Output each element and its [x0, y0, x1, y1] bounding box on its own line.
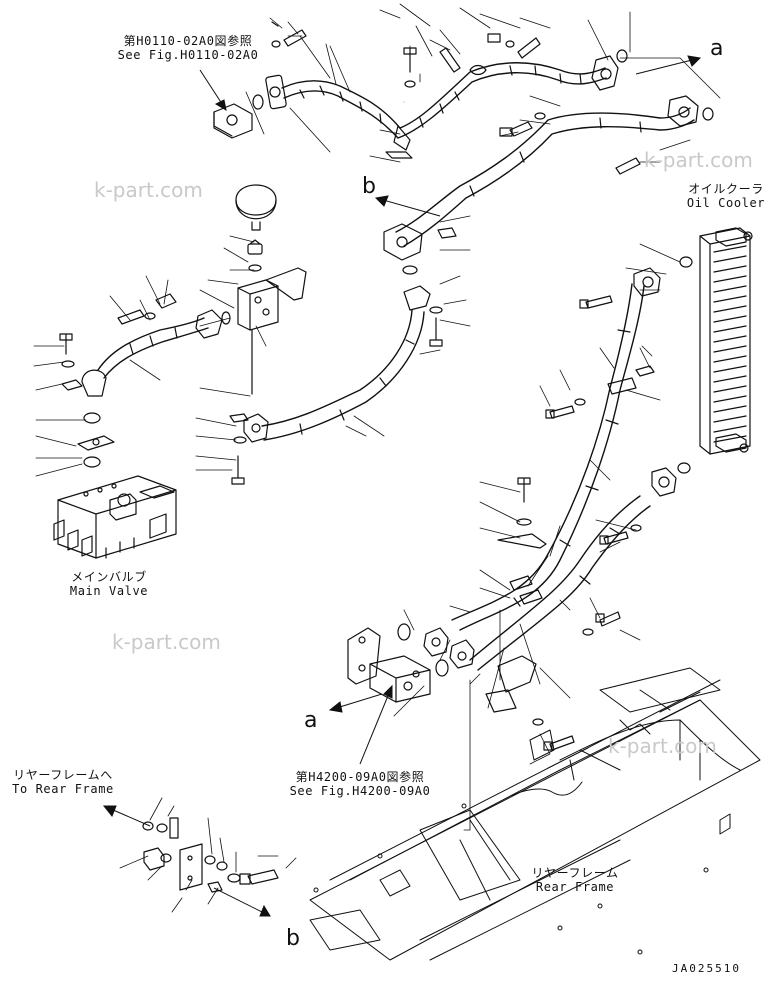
- upper-return-hose: [281, 62, 607, 139]
- oil-cooler: [699, 227, 753, 455]
- ref-bottom-jp: 第H4200-09A0図参照: [295, 770, 425, 784]
- flange-top-right: [591, 55, 619, 91]
- bolts-top: [271, 21, 541, 88]
- watermark-2: k-part.com: [644, 148, 753, 172]
- ref-bottom-label: 第H4200-09A0図参照 See Fig.H4200-09A0: [260, 770, 460, 798]
- accumulator: [235, 184, 277, 272]
- main-valve: [53, 475, 177, 559]
- bracket-top-middle: [439, 47, 487, 76]
- hose-clamp-top: [385, 125, 413, 159]
- watermark-4: k-part.com: [608, 734, 717, 758]
- lower-center-hose: [261, 309, 425, 441]
- right-bolts: [497, 295, 642, 636]
- watermark-3: k-part.com: [112, 630, 221, 654]
- arrow-ref-bottom: [359, 684, 393, 765]
- oil-cooler-label: オイルクーラ Oil Cooler: [676, 182, 769, 210]
- ref-top-label: 第H0110-02A0図参照 See Fig.H0110-02A0: [88, 34, 288, 62]
- right-short-hose: [469, 495, 651, 671]
- bolt-cooler-top: [499, 112, 641, 175]
- main-valve-label: メインバルブ Main Valve: [54, 570, 164, 598]
- arrow-a-bottom: [328, 693, 383, 713]
- valve-block-accumulator: [237, 267, 307, 395]
- middle-pressure-hose: [395, 107, 695, 247]
- connector-a-top: a: [710, 36, 724, 61]
- o-ring-cooler-outlet: [677, 462, 691, 474]
- main-valve-jp: メインバルブ: [71, 570, 147, 584]
- ref-bottom-en: See Fig.H4200-09A0: [289, 784, 431, 798]
- to-rear-frame-label: リヤーフレームへ To Rear Frame: [0, 768, 126, 796]
- o-ring-top-right: [616, 49, 628, 63]
- left-hose-end-fittings: [81, 293, 223, 397]
- connector-b-bottom: b: [286, 926, 300, 951]
- right-long-hose: [451, 283, 645, 631]
- lower-valve-block: [347, 627, 431, 703]
- main-valve-en: Main Valve: [69, 584, 149, 598]
- flange-top-left: [265, 74, 287, 110]
- flange-middle-left: [383, 223, 423, 261]
- lower-center-hose-fittings: [229, 265, 443, 485]
- o-ring-top-left: [252, 94, 264, 110]
- arrow-b-bottom: [213, 887, 271, 917]
- drawing-code: JA025510: [672, 962, 741, 975]
- arrow-a-top: [635, 55, 702, 75]
- oil-cooler-en: Oil Cooler: [686, 196, 766, 210]
- arrow-ref-top: [199, 69, 227, 112]
- flange-oil-cooler-top: [667, 95, 699, 127]
- leader-lines: [33, 3, 721, 913]
- o-ring-lower-b: [435, 659, 449, 677]
- lower-brackets: [485, 655, 575, 751]
- rear-frame: [309, 667, 761, 961]
- connector-a-bottom: a: [304, 708, 318, 733]
- oil-cooler-jp: オイルクーラ: [688, 182, 764, 196]
- to-rear-frame-en: To Rear Frame: [12, 782, 114, 796]
- ref-top-jp: 第H0110-02A0図参照: [123, 34, 253, 48]
- o-ring-cooler-top: [702, 107, 714, 121]
- rear-frame-label: リヤーフレーム Rear Frame: [520, 866, 630, 894]
- left-small-parts: [59, 333, 115, 468]
- rear-frame-en: Rear Frame: [535, 880, 615, 894]
- watermark-1: k-part.com: [94, 178, 203, 202]
- to-rear-frame-jp: リヤーフレームへ: [13, 768, 113, 782]
- bottom-left-parts: [142, 817, 279, 893]
- rear-frame-jp: リヤーフレーム: [531, 866, 619, 880]
- o-ring-cooler-inlet: [679, 256, 693, 268]
- left-hose: [97, 317, 209, 379]
- arrow-to-rear-frame: [102, 805, 151, 827]
- clip-middle: [437, 227, 457, 239]
- split-flange-left: [213, 103, 253, 139]
- connector-b-top: b: [362, 174, 376, 199]
- arrow-b-top: [374, 195, 441, 217]
- o-ring-lower-a: [397, 623, 411, 641]
- ref-top-en: See Fig.H0110-02A0: [117, 48, 259, 62]
- right-hose-fittings: [423, 267, 677, 669]
